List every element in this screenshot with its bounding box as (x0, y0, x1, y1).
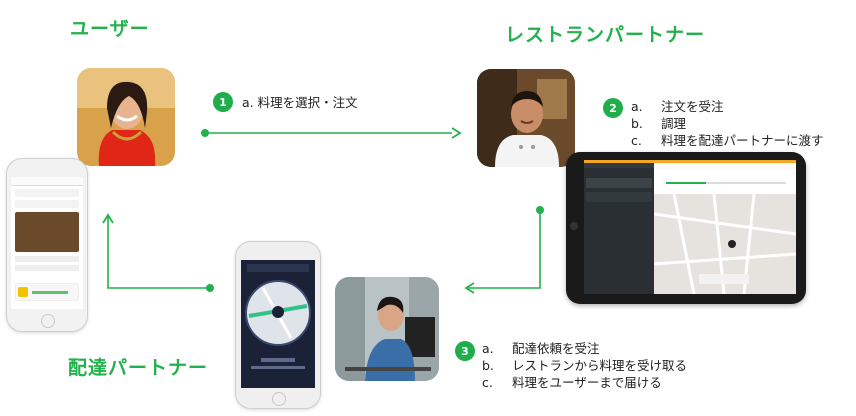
arrow-restaurant-to-delivery (464, 206, 544, 294)
courier-phone (235, 241, 321, 409)
user-phone (6, 158, 88, 332)
arrow-user-to-restaurant (201, 127, 462, 139)
step-2-list: a. 注文を受注 b. 調理 c. 料理を配達パートナーに渡す (631, 98, 824, 149)
step-3b-letter: b. (482, 358, 494, 373)
role-title-user: ユーザー (70, 18, 150, 40)
step-1-text: a. 料理を選択・注文 (242, 94, 358, 111)
home-button-icon (41, 314, 55, 328)
step-3a-text: 配達依頼を受注 (512, 341, 600, 356)
user-photo (77, 68, 175, 166)
step-3c-letter: c. (482, 375, 493, 390)
step-1a-text: 料理を選択・注文 (257, 95, 358, 110)
role-title-delivery: 配達パートナー (68, 357, 209, 379)
courier-phone-screen (241, 260, 315, 388)
step-2-badge: 2 (603, 98, 623, 118)
step-3-badge: 3 (455, 341, 475, 361)
step-2b-letter: b. (631, 116, 643, 131)
map-radar-icon (245, 280, 311, 346)
step-1-badge: 1 (213, 92, 233, 112)
chef-photo (477, 69, 575, 167)
step-3-list: a. 配達依頼を受注 b. レストランから料理を受け取る c. 料理をユーザーまで届け… (482, 340, 687, 391)
step-2c-text: 料理を配達パートナーに渡す (661, 133, 824, 148)
user-phone-screen (11, 177, 83, 309)
step-1a-letter: a. (242, 95, 254, 110)
step-2b-text: 調理 (661, 116, 687, 131)
arrow-delivery-to-user (102, 213, 214, 292)
step-3b-text: レストランから料理を受け取る (512, 358, 688, 373)
tablet-screen (584, 160, 796, 294)
role-title-restaurant: レストランパートナー (505, 24, 706, 46)
restaurant-tablet (566, 152, 806, 304)
step-2a-text: 注文を受注 (661, 99, 724, 114)
delivery-photo (335, 277, 439, 381)
home-button-icon (272, 392, 286, 406)
step-3c-text: 料理をユーザーまで届ける (512, 375, 662, 390)
step-2c-letter: c. (631, 133, 642, 148)
step-3a-letter: a. (482, 341, 494, 356)
tablet-camera-icon (570, 222, 578, 230)
step-2a-letter: a. (631, 99, 643, 114)
